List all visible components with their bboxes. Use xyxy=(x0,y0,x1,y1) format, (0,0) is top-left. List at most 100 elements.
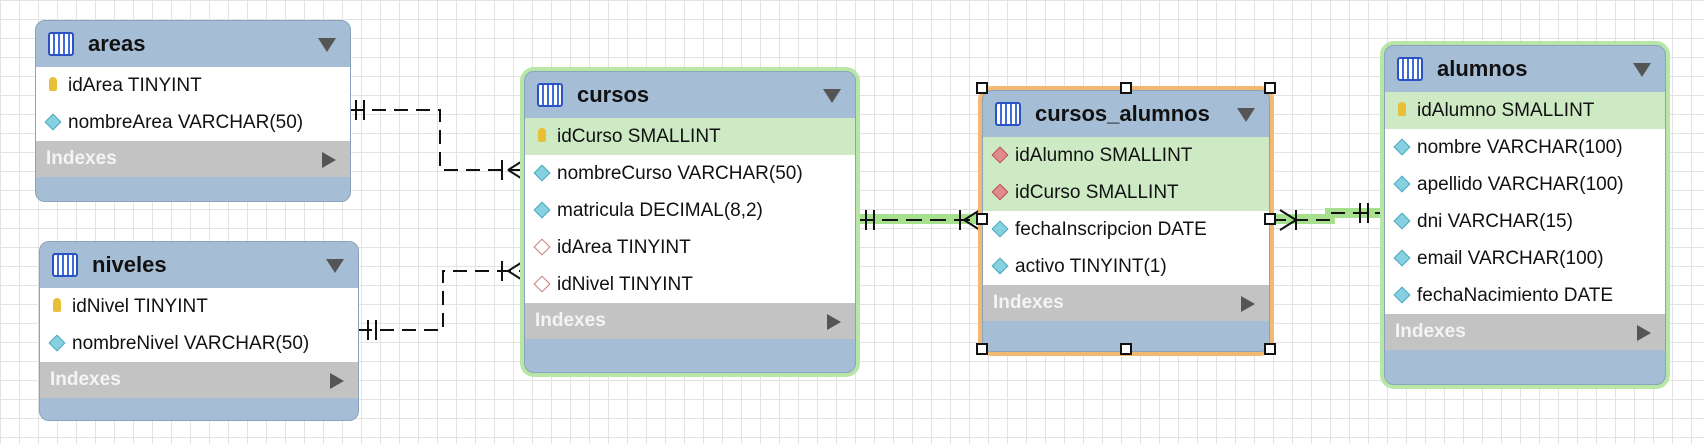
primary-key-icon xyxy=(538,128,546,142)
attribute-diamond-icon xyxy=(44,113,62,131)
column-row[interactable]: idCurso SMALLINT xyxy=(525,118,855,155)
attribute-diamond-icon xyxy=(48,334,66,352)
column-label: nombre VARCHAR(100) xyxy=(1417,137,1623,158)
column-row[interactable]: dni VARCHAR(15) xyxy=(1385,203,1665,240)
attribute-diamond-icon xyxy=(1393,286,1411,304)
attribute-diamond-icon xyxy=(533,201,551,219)
column-label: activo TINYINT(1) xyxy=(1015,256,1167,277)
table-cursos_alumnos[interactable]: cursos_alumnos idAlumno SMALLINT idCurso… xyxy=(982,90,1270,352)
relationship-niveles-cursos[interactable] xyxy=(358,260,525,340)
column-row[interactable]: fechaInscripcion DATE xyxy=(983,211,1269,248)
foreign-key-hollow-icon xyxy=(533,275,551,293)
attribute-diamond-icon xyxy=(991,257,1009,275)
primary-key-icon xyxy=(53,298,61,312)
indexes-bar[interactable]: Indexes xyxy=(983,285,1269,321)
column-label: idArea TINYINT xyxy=(68,75,202,96)
table-header[interactable]: cursos xyxy=(525,72,855,118)
table-niveles[interactable]: niveles idNivel TINYINT nombreNivel VARC… xyxy=(39,241,359,421)
column-label: idAlumno SMALLINT xyxy=(1417,100,1595,121)
column-row[interactable]: idNivel TINYINT xyxy=(40,288,358,325)
chevron-down-icon[interactable] xyxy=(1237,108,1255,122)
table-icon xyxy=(52,253,78,277)
resize-handle-left[interactable] xyxy=(976,213,988,225)
column-row[interactable]: activo TINYINT(1) xyxy=(983,248,1269,285)
column-row[interactable]: email VARCHAR(100) xyxy=(1385,240,1665,277)
table-icon xyxy=(48,32,74,56)
column-row[interactable]: idAlumno SMALLINT xyxy=(1385,92,1665,129)
column-label: idNivel TINYINT xyxy=(557,274,693,295)
expand-arrow-icon[interactable] xyxy=(1637,325,1651,341)
table-cursos[interactable]: cursos idCurso SMALLINT nombreCurso VARC… xyxy=(524,71,856,373)
table-header[interactable]: cursos_alumnos xyxy=(983,91,1269,137)
attribute-diamond-icon xyxy=(991,220,1009,238)
column-row[interactable]: nombre VARCHAR(100) xyxy=(1385,129,1665,166)
indexes-label: Indexes xyxy=(535,310,606,331)
column-row[interactable]: idArea TINYINT xyxy=(525,229,855,266)
relationship-areas-cursos[interactable] xyxy=(350,100,525,181)
table-title: cursos_alumnos xyxy=(1035,101,1210,126)
foreign-key-red-icon xyxy=(991,146,1009,164)
table-header[interactable]: niveles xyxy=(40,242,358,288)
table-areas[interactable]: areas idArea TINYINT nombreArea VARCHAR(… xyxy=(35,20,351,202)
column-row[interactable]: idCurso SMALLINT xyxy=(983,174,1269,211)
indexes-bar[interactable]: Indexes xyxy=(525,303,855,339)
indexes-bar[interactable]: Indexes xyxy=(36,141,350,177)
table-icon xyxy=(537,83,563,107)
indexes-label: Indexes xyxy=(50,369,121,390)
expand-arrow-icon[interactable] xyxy=(330,373,344,389)
column-label: nombreCurso VARCHAR(50) xyxy=(557,163,803,184)
expand-arrow-icon[interactable] xyxy=(322,152,336,168)
chevron-down-icon[interactable] xyxy=(318,38,336,52)
column-label: idNivel TINYINT xyxy=(72,296,208,317)
indexes-label: Indexes xyxy=(46,148,117,169)
indexes-label: Indexes xyxy=(1395,321,1466,342)
table-title: alumnos xyxy=(1437,56,1528,81)
column-row[interactable]: nombreCurso VARCHAR(50) xyxy=(525,155,855,192)
expand-arrow-icon[interactable] xyxy=(827,314,841,330)
attribute-diamond-icon xyxy=(1393,212,1411,230)
column-row[interactable]: apellido VARCHAR(100) xyxy=(1385,166,1665,203)
resize-handle-top[interactable] xyxy=(1120,82,1132,94)
column-label: apellido VARCHAR(100) xyxy=(1417,174,1624,195)
column-row[interactable]: nombreArea VARCHAR(50) xyxy=(36,104,350,141)
column-list: idNivel TINYINT nombreNivel VARCHAR(50) xyxy=(40,288,358,362)
foreign-key-red-icon xyxy=(991,183,1009,201)
chevron-down-icon[interactable] xyxy=(823,89,841,103)
table-header[interactable]: alumnos xyxy=(1385,46,1665,92)
indexes-bar[interactable]: Indexes xyxy=(40,362,358,398)
column-row[interactable]: idArea TINYINT xyxy=(36,67,350,104)
resize-handle-bottom-right[interactable] xyxy=(1264,343,1276,355)
column-label: idArea TINYINT xyxy=(557,237,691,258)
attribute-diamond-icon xyxy=(1393,175,1411,193)
resize-handle-bottom-left[interactable] xyxy=(976,343,988,355)
attribute-diamond-icon xyxy=(533,164,551,182)
primary-key-icon xyxy=(1398,102,1406,116)
column-label: email VARCHAR(100) xyxy=(1417,248,1604,269)
column-row[interactable]: fechaNacimiento DATE xyxy=(1385,277,1665,314)
column-label: idAlumno SMALLINT xyxy=(1015,145,1193,166)
indexes-bar[interactable]: Indexes xyxy=(1385,314,1665,350)
table-icon xyxy=(995,102,1021,126)
column-row[interactable]: nombreNivel VARCHAR(50) xyxy=(40,325,358,362)
table-title: niveles xyxy=(92,252,167,277)
column-label: fechaNacimiento DATE xyxy=(1417,285,1614,306)
table-alumnos[interactable]: alumnos idAlumno SMALLINT nombre VARCHAR… xyxy=(1384,45,1666,385)
relationship-cursos-cursos_alumnos[interactable] xyxy=(858,209,981,231)
expand-arrow-icon[interactable] xyxy=(1241,296,1255,312)
column-row[interactable]: idAlumno SMALLINT xyxy=(983,137,1269,174)
column-row[interactable]: matricula DECIMAL(8,2) xyxy=(525,192,855,229)
table-header[interactable]: areas xyxy=(36,21,350,67)
chevron-down-icon[interactable] xyxy=(1633,63,1651,77)
resize-handle-top-right[interactable] xyxy=(1264,82,1276,94)
attribute-diamond-icon xyxy=(1393,249,1411,267)
resize-handle-bottom[interactable] xyxy=(1120,343,1132,355)
relationship-alumnos-cursos_alumnos[interactable] xyxy=(1272,203,1382,231)
resize-handle-top-left[interactable] xyxy=(976,82,988,94)
resize-handle-right[interactable] xyxy=(1264,213,1276,225)
column-list: idAlumno SMALLINT nombre VARCHAR(100) ap… xyxy=(1385,92,1665,314)
column-label: matricula DECIMAL(8,2) xyxy=(557,200,763,221)
column-row[interactable]: idNivel TINYINT xyxy=(525,266,855,303)
indexes-label: Indexes xyxy=(993,292,1064,313)
column-label: fechaInscripcion DATE xyxy=(1015,219,1207,240)
chevron-down-icon[interactable] xyxy=(326,259,344,273)
